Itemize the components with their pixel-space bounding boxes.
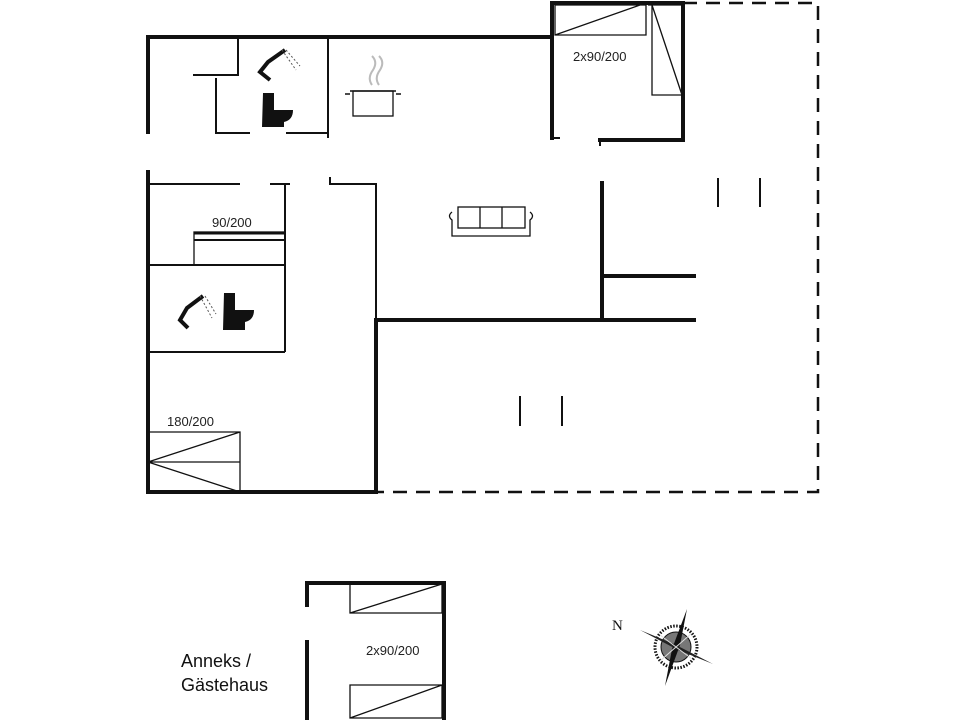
shower-icon [177, 294, 217, 330]
bed-top-right: 2x90/200 [554, 4, 683, 96]
annex-title: Gästehaus [181, 675, 268, 695]
bed-single: 90/200 [193, 215, 286, 266]
annex: 2x90/200 Anneks / Gästehaus [181, 581, 446, 720]
bed-double: 180/200 [147, 414, 241, 493]
compass-north-label: N [612, 618, 623, 634]
toilet-icon [262, 93, 293, 127]
bed-label: 90/200 [212, 215, 252, 230]
cooking-pot-icon [345, 55, 401, 117]
bed-label: 2x90/200 [366, 643, 420, 658]
bed-label: 180/200 [167, 414, 214, 429]
main-house-walls [146, 1, 820, 494]
shower-icon [257, 48, 301, 82]
sliding-doors [519, 178, 761, 426]
compass-rose-icon [640, 609, 713, 686]
terrace-outline [376, 1, 820, 494]
annex-title: Anneks / [181, 651, 251, 671]
sofa-icon [448, 206, 534, 237]
bed-label: 2x90/200 [573, 49, 627, 64]
toilet-icon [223, 293, 254, 330]
